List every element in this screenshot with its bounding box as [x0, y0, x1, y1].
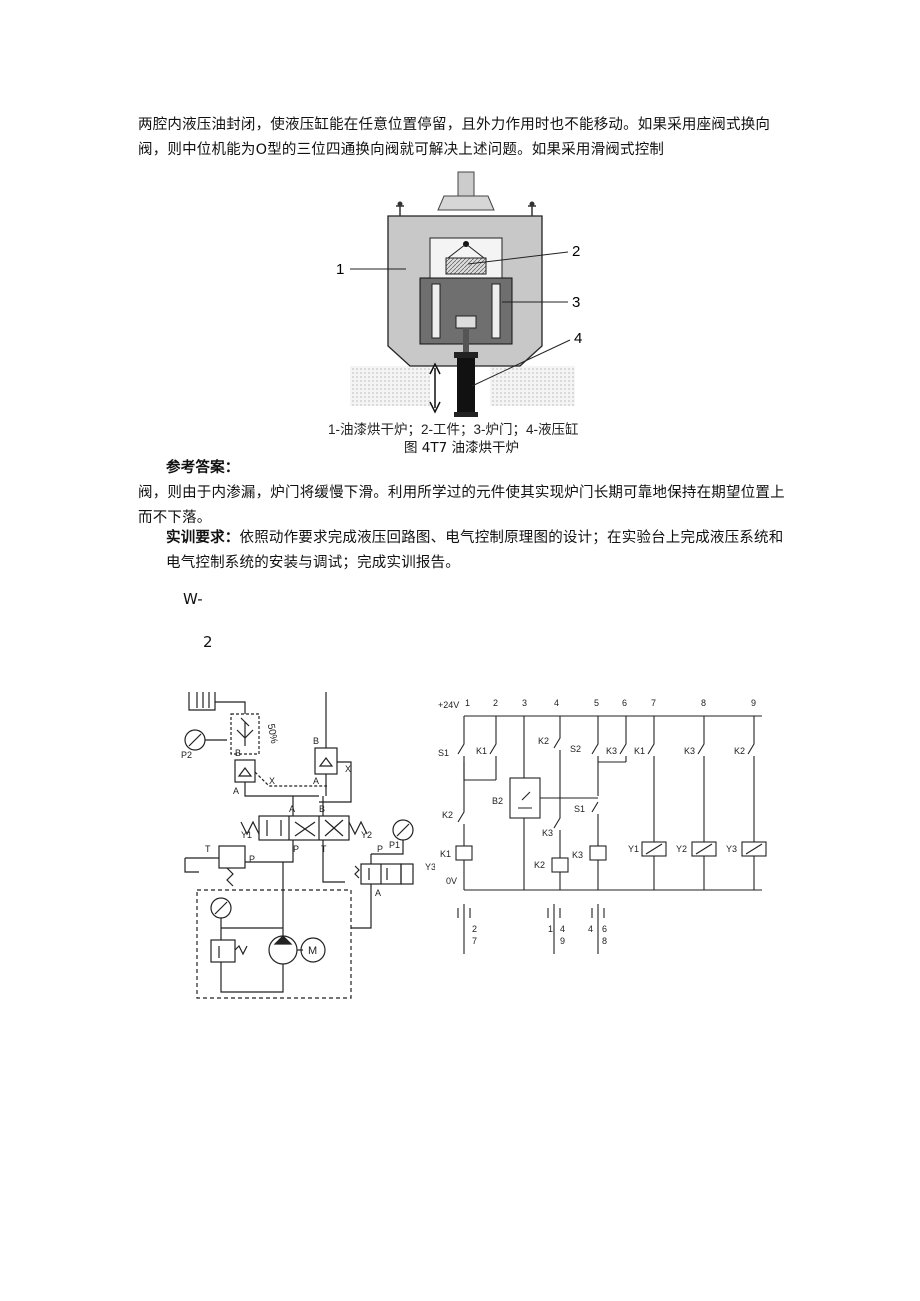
svg-text:X: X — [269, 776, 275, 786]
motor-icon — [300, 937, 326, 963]
svg-text:3: 3 — [522, 698, 527, 708]
svg-text:K1: K1 — [634, 746, 645, 756]
svg-text:Y2: Y2 — [676, 844, 687, 854]
answer-label: 参考答案： — [166, 460, 240, 476]
svg-text:K1: K1 — [476, 746, 487, 756]
workpiece — [445, 257, 487, 275]
svg-text:A: A — [313, 776, 319, 786]
svg-text:S1: S1 — [438, 748, 449, 758]
requirements-label: 实训要求： — [166, 530, 240, 546]
svg-text:Y1: Y1 — [628, 844, 639, 854]
figure-label-2: 2 — [572, 243, 580, 260]
svg-text:B2: B2 — [492, 796, 503, 806]
svg-text:2: 2 — [493, 698, 498, 708]
svg-text:4: 4 — [588, 924, 593, 934]
figure-label-4: 4 — [574, 330, 582, 347]
hydraulic-circuit: 50% P2 B A X B A X A B Y1 P T Y2 P1 T P … — [181, 692, 435, 999]
svg-text:X: X — [345, 764, 351, 774]
marker-w: W- — [183, 590, 203, 608]
svg-text:T: T — [205, 844, 211, 854]
directional-valve — [258, 815, 350, 841]
svg-text:6: 6 — [602, 924, 607, 934]
svg-text:Y2: Y2 — [361, 830, 372, 840]
svg-text:1: 1 — [548, 924, 553, 934]
svg-text:5: 5 — [594, 698, 599, 708]
relief-valve — [218, 845, 246, 869]
requirements-text: 依照动作要求完成液压回路图、电气控制原理图的设计；在实验台上完成液压系统和电气控… — [166, 530, 784, 571]
svg-text:8: 8 — [701, 698, 706, 708]
svg-text:K3: K3 — [606, 746, 617, 756]
svg-text:S1: S1 — [574, 804, 585, 814]
svg-text:P: P — [293, 844, 299, 854]
furnace-figure: 1 2 3 4 1-油漆烘干炉；2-工件；3-炉门；4-液压缸 — [328, 171, 582, 438]
electrical-diagram: +24V 0V 1 2 3 4 5 6 7 8 9 S1 K2 K1 K1 B2… — [438, 698, 767, 954]
svg-text:K2: K2 — [442, 810, 453, 820]
svg-text:B: B — [319, 804, 325, 814]
svg-text:2: 2 — [472, 924, 477, 934]
svg-text:P: P — [249, 854, 255, 864]
paragraph-intro: 两腔内液压油封闭，使液压缸能在任意位置停留，且外力作用时也不能移动。如果采用座阀… — [138, 117, 771, 158]
chimney — [457, 171, 475, 197]
figure-label-1: 1 — [336, 261, 344, 278]
svg-text:A: A — [375, 888, 381, 898]
svg-text:B: B — [313, 736, 319, 746]
svg-text:Y3: Y3 — [726, 844, 737, 854]
svg-text:T: T — [321, 844, 327, 854]
svg-text:1: 1 — [465, 698, 470, 708]
svg-text:M: M — [308, 945, 317, 957]
svg-text:P2: P2 — [181, 750, 192, 760]
svg-text:6: 6 — [622, 698, 627, 708]
hydraulic-cylinder — [457, 358, 475, 414]
svg-text:9: 9 — [560, 936, 565, 946]
svg-text:A: A — [289, 804, 295, 814]
svg-text:4: 4 — [560, 924, 565, 934]
figure-legend: 1-油漆烘干炉；2-工件；3-炉门；4-液压缸 — [328, 421, 579, 438]
svg-text:P: P — [377, 844, 383, 854]
svg-text:7: 7 — [472, 936, 477, 946]
svg-text:A: A — [233, 786, 239, 796]
figure-caption: 图 4T7 油漆烘干炉 — [404, 440, 520, 456]
sensor-b2 — [509, 777, 541, 819]
svg-text:K2: K2 — [534, 860, 545, 870]
supply-label: +24V — [438, 700, 459, 710]
svg-text:B: B — [235, 748, 241, 758]
ground-left — [350, 366, 430, 406]
svg-text:Y1: Y1 — [241, 830, 252, 840]
svg-text:K3: K3 — [542, 828, 553, 838]
svg-text:P1: P1 — [389, 840, 400, 850]
svg-text:S2: S2 — [570, 744, 581, 754]
marker-2: 2 — [203, 633, 213, 651]
svg-text:8: 8 — [602, 936, 607, 946]
svg-text:4: 4 — [554, 698, 559, 708]
svg-text:K3: K3 — [684, 746, 695, 756]
svg-text:K2: K2 — [734, 746, 745, 756]
paragraph-answer: 阀，则由于内渗漏，炉门将缓慢下滑。利用所学过的元件使其实现炉门长期可靠地保持在期… — [138, 485, 785, 526]
svg-text:7: 7 — [651, 698, 656, 708]
ground-right — [490, 366, 575, 406]
ground-label: 0V — [446, 876, 457, 886]
paragraph-requirements: 实训要求：依照动作要求完成液压回路图、电气控制原理图的设计；在实验台上完成液压系… — [138, 526, 788, 576]
svg-text:K2: K2 — [538, 736, 549, 746]
svg-text:K1: K1 — [440, 849, 451, 859]
svg-text:Y3: Y3 — [425, 862, 435, 872]
figure-label-3: 3 — [572, 294, 580, 311]
svg-text:K3: K3 — [572, 850, 583, 860]
svg-text:9: 9 — [751, 698, 756, 708]
pct-label: 50% — [265, 723, 279, 745]
power-unit — [196, 889, 352, 999]
